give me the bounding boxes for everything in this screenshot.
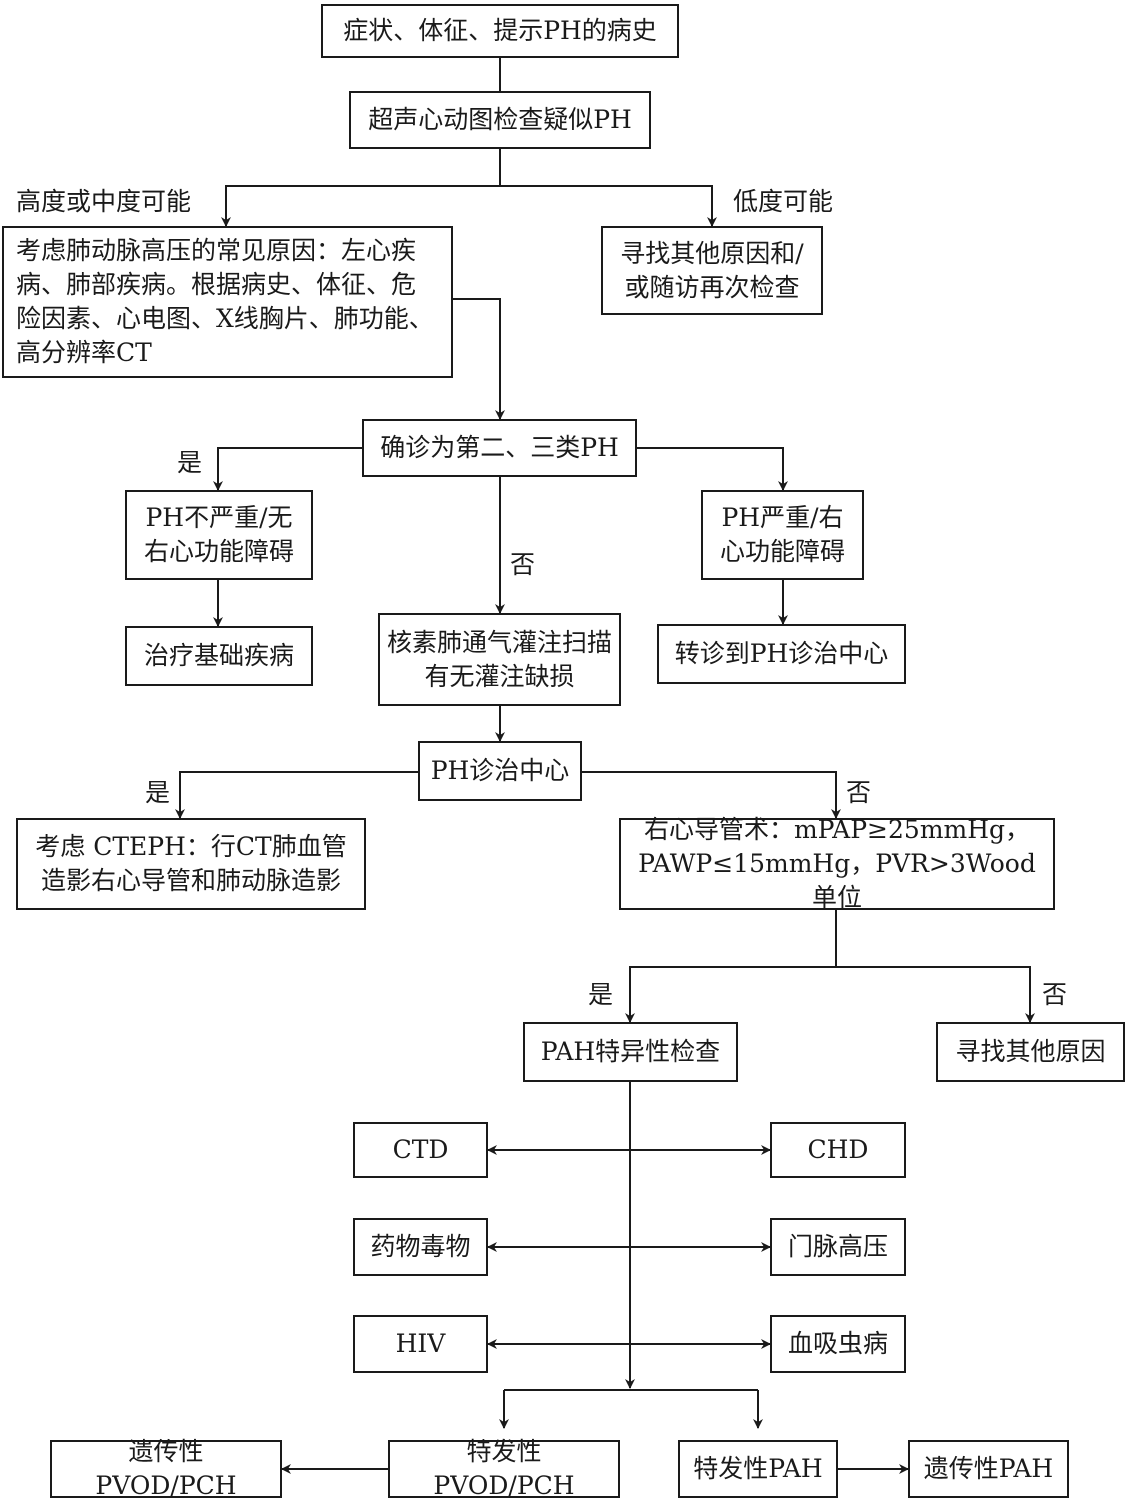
label-no-center: 否	[846, 778, 872, 807]
node-ph-severe: PH严重/右心功能障碍	[701, 490, 864, 580]
node-idiopathic-pah: 特发性PAH	[678, 1440, 838, 1498]
connector-confirm-yes	[213, 447, 362, 491]
label-low: 低度可能	[733, 187, 834, 216]
node-pah-tests: PAH特异性检查	[523, 1022, 738, 1082]
label-no-confirm: 否	[510, 550, 536, 579]
node-confirm-group23: 确诊为第二、三类PH	[362, 419, 637, 477]
node-treat-underlying: 治疗基础疾病	[125, 626, 313, 686]
node-hereditary-pah: 遗传性PAH	[908, 1440, 1069, 1498]
node-portal-hypertension: 门脉高压	[770, 1218, 906, 1276]
node-rhc: 右心导管术：mPAP≥25mmHg，PAWP≤15mmHg，PVR>3Wood单…	[619, 815, 1055, 912]
node-ph-center: PH诊治中心	[418, 741, 582, 801]
connector-rhc-no	[836, 966, 1035, 1023]
node-ph-mild: PH不严重/无右心功能障碍	[125, 490, 313, 580]
node-hereditary-pvod: 遗传性PVOD/PCH	[50, 1437, 282, 1500]
connector-center-yes	[175, 771, 418, 819]
connector-causes-confirm	[453, 298, 505, 420]
node-chd: CHD	[770, 1122, 906, 1178]
connector-confirm-right	[637, 447, 788, 491]
label-high-moderate: 高度或中度可能	[16, 187, 192, 216]
label-no-rhc: 否	[1042, 980, 1068, 1009]
connector-to-high-moderate	[221, 185, 500, 227]
node-other-causes-followup: 寻找其他原因和/或随访再次检查	[601, 226, 823, 315]
label-yes-rhc: 是	[588, 980, 614, 1009]
label-yes-confirm: 是	[177, 448, 203, 477]
node-start: 症状、体征、提示PH的病史	[321, 4, 679, 58]
node-refer-center: 转诊到PH诊治中心	[657, 624, 906, 684]
node-ctd: CTD	[353, 1122, 488, 1178]
node-hiv: HIV	[353, 1315, 488, 1373]
node-drugs-toxins: 药物毒物	[353, 1218, 488, 1276]
node-other-causes: 寻找其他原因	[936, 1022, 1125, 1082]
node-common-causes: 考虑肺动脉高压的常见原因：左心疾病、肺部疾病。根据病史、体征、危险因素、心电图、…	[2, 226, 453, 378]
node-echo: 超声心动图检查疑似PH	[349, 91, 651, 149]
node-idiopathic-pvod: 特发性PVOD/PCH	[388, 1437, 620, 1500]
connector-rhc-yes	[625, 966, 836, 1023]
node-schistosomiasis: 血吸虫病	[770, 1315, 906, 1373]
node-cteph: 考虑 CTEPH：行CT肺血管造影右心导管和肺动脉造影	[16, 818, 366, 910]
node-vq-scan: 核素肺通气灌注扫描有无灌注缺损	[378, 613, 621, 706]
label-yes-center: 是	[145, 778, 171, 807]
connector-center-no	[582, 771, 841, 819]
connector-to-low	[500, 185, 717, 227]
